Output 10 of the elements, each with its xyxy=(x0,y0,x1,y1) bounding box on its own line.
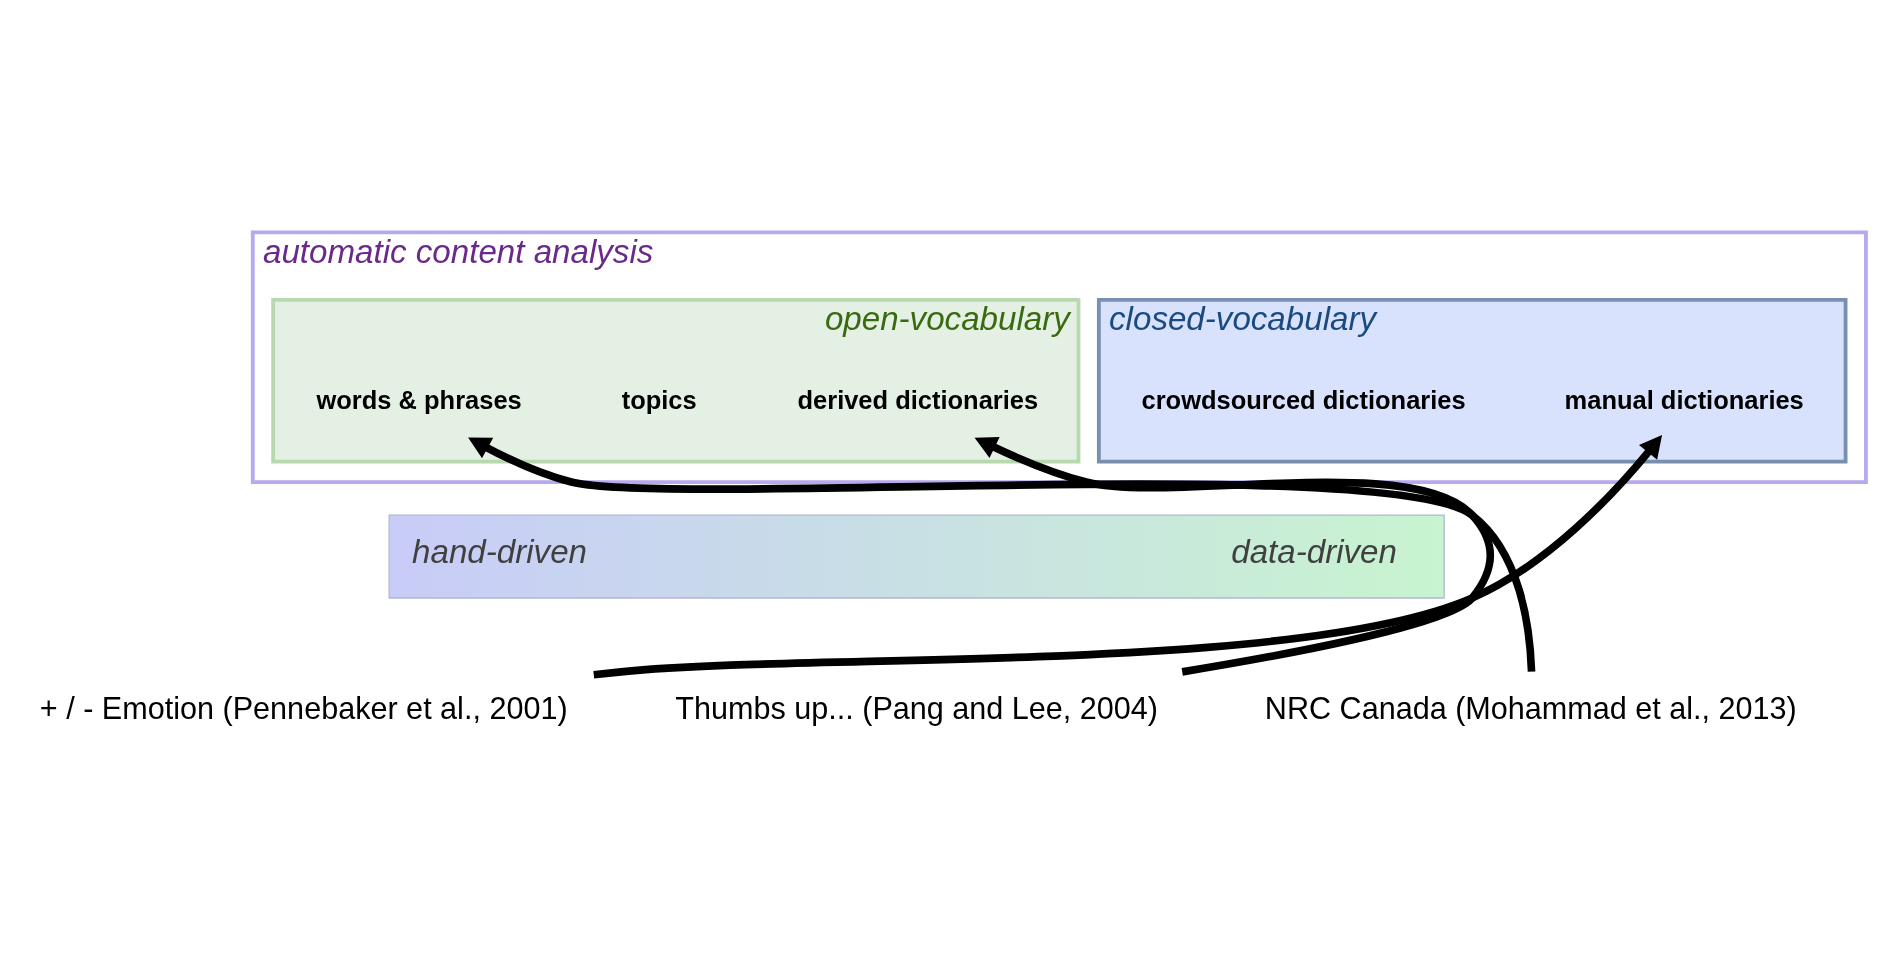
arrow xyxy=(974,436,1494,676)
node-text: + / - Emotion (Pennebaker et al., 2001) xyxy=(39,691,568,726)
node-text: Thumbs up... (Pang and Lee, 2004) xyxy=(675,691,1159,726)
node-box: hand-driven data-driven xyxy=(388,514,1445,599)
node-text: words & phrases xyxy=(316,386,522,415)
node-text: topics xyxy=(621,386,697,415)
node-text: NRC Canada (Mohammad et al., 2013) xyxy=(1264,691,1797,726)
node-text: crowdsourced dictionaries xyxy=(1141,386,1466,415)
node-text: derived dictionaries xyxy=(797,386,1039,415)
node-text: manual dictionaries xyxy=(1564,386,1804,415)
